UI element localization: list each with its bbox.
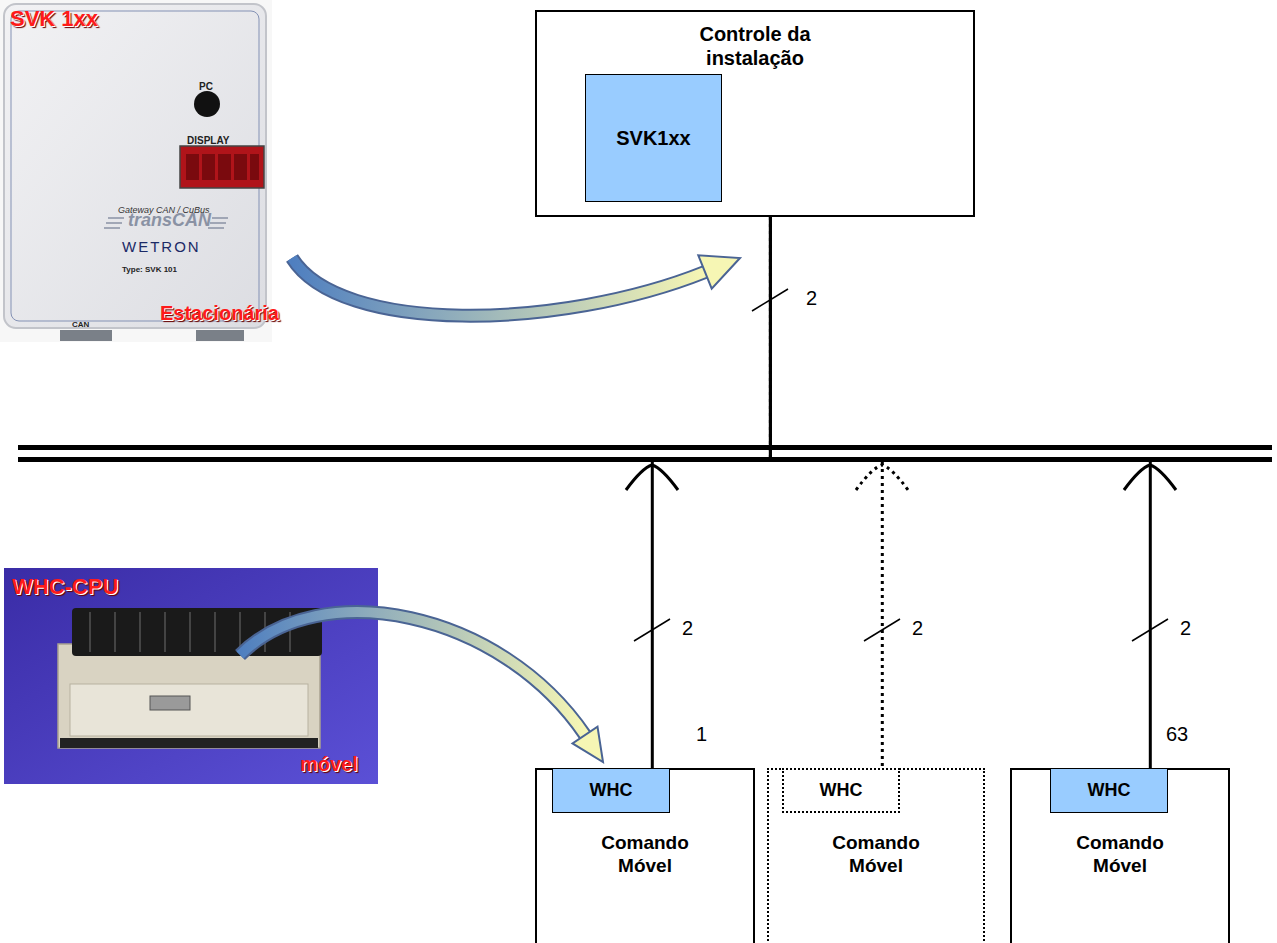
device-role: móvel (300, 753, 358, 775)
label-slot: Type: SVK 101 (122, 258, 177, 276)
panel-label: PC (199, 81, 213, 92)
mobile-control-box: Comando Móvel WHC (1010, 768, 1230, 943)
node-label: Comando Móvel (1060, 832, 1180, 878)
cpu-housing (58, 644, 320, 748)
photo-ground (0, 0, 272, 342)
device-name: WHC-CPU (12, 574, 118, 599)
label-slot: CAN (72, 313, 89, 331)
photo-ground (4, 568, 378, 784)
wire-count: 2 (682, 617, 693, 639)
callout-number: 63 (1166, 723, 1188, 745)
label-slot: 2 (912, 616, 923, 640)
display-digits (186, 154, 259, 180)
label-slot: PC (199, 76, 213, 94)
panel-label: DISPLAY (187, 135, 229, 146)
gateway-box: SVK1xx (585, 74, 722, 202)
device-name: SVK 1xx (10, 6, 98, 31)
node-label: SVK1xx (616, 126, 691, 150)
panel-label: CAN (72, 320, 89, 329)
bus-connector (770, 217, 1150, 768)
cpu-photo (4, 568, 378, 784)
device-role: Estacionária (160, 302, 279, 324)
io-connector (196, 330, 244, 341)
gateway-housing (4, 4, 266, 328)
label-slot: móvel (300, 752, 358, 776)
mobile-control-box: Comando Móvel WHC (767, 768, 985, 943)
controller-box: WHC (782, 768, 900, 813)
logo-text: transCAN (128, 210, 211, 230)
controller-box: WHC (552, 768, 670, 813)
wire-count-tick (634, 289, 1168, 641)
cpu-front (70, 684, 308, 736)
controller-box: WHC (1050, 768, 1168, 813)
led-display (180, 146, 264, 188)
node-label: Comando Móvel (585, 832, 705, 878)
cpu-terminal-strip (60, 738, 318, 748)
label-slot: WETRON (122, 238, 201, 256)
pc-socket (194, 91, 220, 117)
label-slot: transCAN (128, 210, 211, 232)
contact-symbol (626, 465, 1176, 490)
can-connector (60, 330, 112, 341)
gateway-photo (0, 0, 272, 342)
callout-number: 1 (696, 723, 707, 745)
label-slot: Estacionária (160, 301, 279, 325)
node-label: WHC (1088, 780, 1131, 802)
wire-count: 2 (806, 287, 817, 309)
panel-label: Type: SVK 101 (122, 265, 177, 274)
pointer-arrow (292, 255, 740, 315)
bus-connector (770, 217, 882, 768)
node-label: Controle da instalação (670, 22, 840, 70)
installation-box: Controle da instalaçãoSVK1xx (535, 10, 975, 217)
label-slot: WHC-CPU (12, 574, 118, 600)
node-label: WHC (590, 780, 633, 802)
housing-frame (11, 11, 259, 321)
mobile-control-box: Comando Móvel WHC (535, 768, 755, 943)
node-label: WHC (820, 780, 863, 802)
label-slot: 2 (682, 616, 693, 640)
label-slot: SVK 1xx (10, 6, 98, 32)
label-slot: DISPLAY (187, 130, 229, 148)
label-slot: 2 (806, 286, 817, 310)
brand-name: WETRON (122, 238, 201, 255)
wire-count: 2 (912, 617, 923, 639)
node-label: Comando Móvel (816, 832, 936, 878)
bus-connector (652, 217, 770, 768)
label-slot: 2 (1180, 616, 1191, 640)
pointer-arrow (240, 612, 603, 762)
wire-count: 2 (1180, 617, 1191, 639)
label-slot: 1 (696, 722, 707, 746)
cpu-port (150, 696, 190, 710)
label-slot: 63 (1166, 722, 1188, 746)
